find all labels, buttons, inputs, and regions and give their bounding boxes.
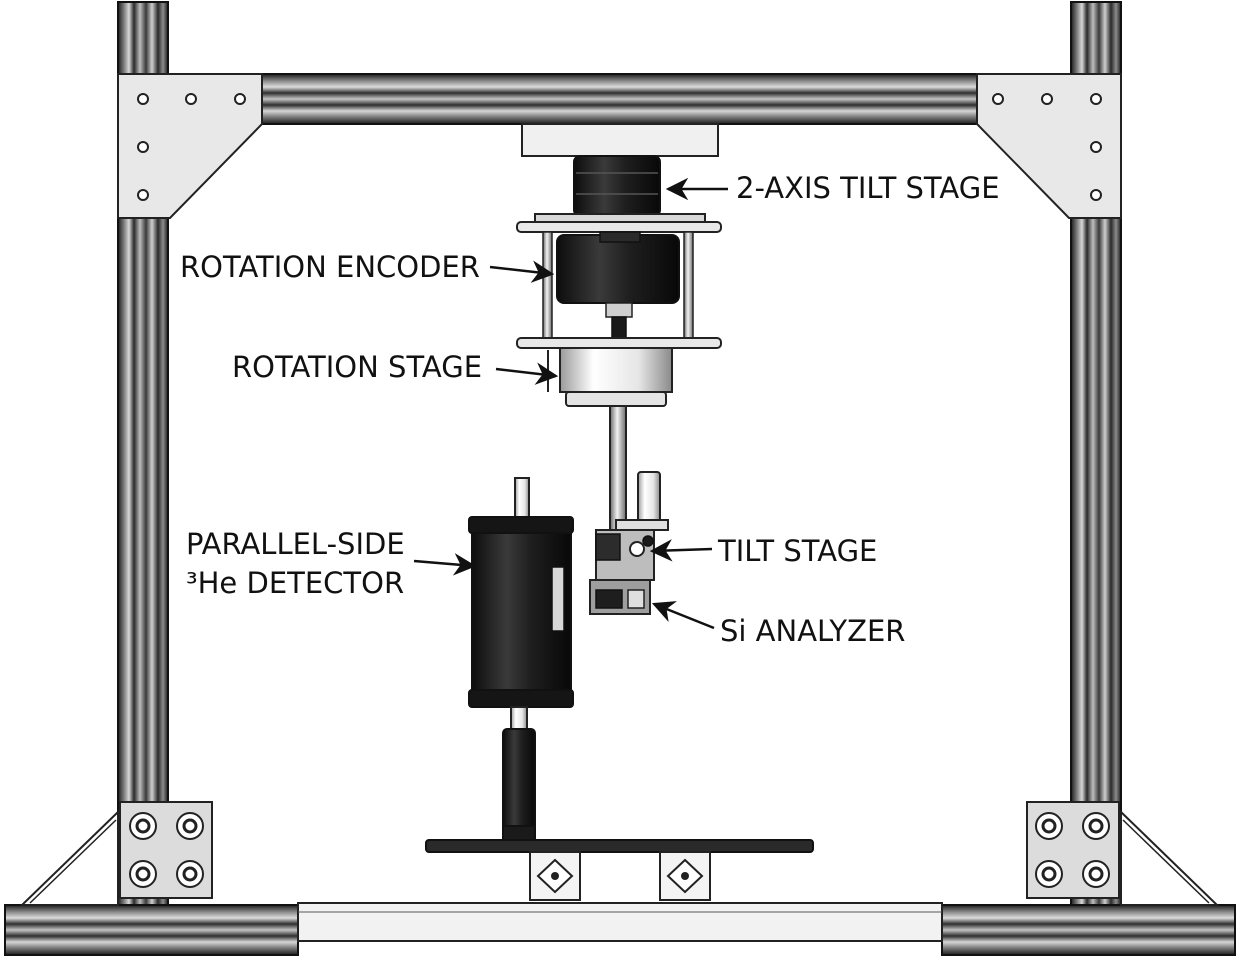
base-rail-left xyxy=(4,904,299,956)
upper-plate xyxy=(534,213,706,223)
rotation-encoder-body xyxy=(556,234,680,304)
label-rotation-stage: ROTATION STAGE xyxy=(232,350,482,384)
rotation-stage-body xyxy=(559,347,673,393)
mount-block xyxy=(521,123,719,157)
lower-plate xyxy=(516,337,722,349)
label-2-axis-tilt-stage: 2-AXIS TILT STAGE xyxy=(736,171,1000,205)
leader-lines xyxy=(413,177,728,630)
gusset-top-right xyxy=(976,73,1122,219)
detector-assembly xyxy=(425,477,814,901)
label-rotation-encoder: ROTATION ENCODER xyxy=(180,250,480,284)
analyzer-shaft xyxy=(609,405,627,537)
frame xyxy=(4,1,1236,956)
leader-tilt xyxy=(649,539,713,562)
top-beam xyxy=(167,73,1072,125)
rotation-assembly xyxy=(516,123,722,537)
labels: 2-AXIS TILT STAGE ROTATION ENCODER ROTAT… xyxy=(180,171,1000,648)
two-axis-tilt-stage-body xyxy=(573,155,661,217)
base-plate xyxy=(297,902,943,942)
leader-analyzer xyxy=(651,601,715,630)
detector-post xyxy=(502,728,536,830)
analyzer-assembly xyxy=(589,471,669,615)
brace-bottom-left xyxy=(19,809,119,906)
label-detector-line1: PARALLEL-SIDE xyxy=(186,527,405,561)
base-rail-right xyxy=(941,904,1236,956)
label-detector-line2: ³He DETECTOR xyxy=(186,566,404,600)
label-si-analyzer: Si ANALYZER xyxy=(720,614,905,648)
leader-rotation xyxy=(495,362,559,385)
gusset-top-left xyxy=(117,73,263,219)
leader-detector xyxy=(413,553,477,576)
leader-encoder xyxy=(489,260,555,283)
label-tilt-stage: TILT STAGE xyxy=(717,534,877,568)
brace-bottom-right xyxy=(1120,809,1220,906)
detector-arm xyxy=(425,839,814,853)
